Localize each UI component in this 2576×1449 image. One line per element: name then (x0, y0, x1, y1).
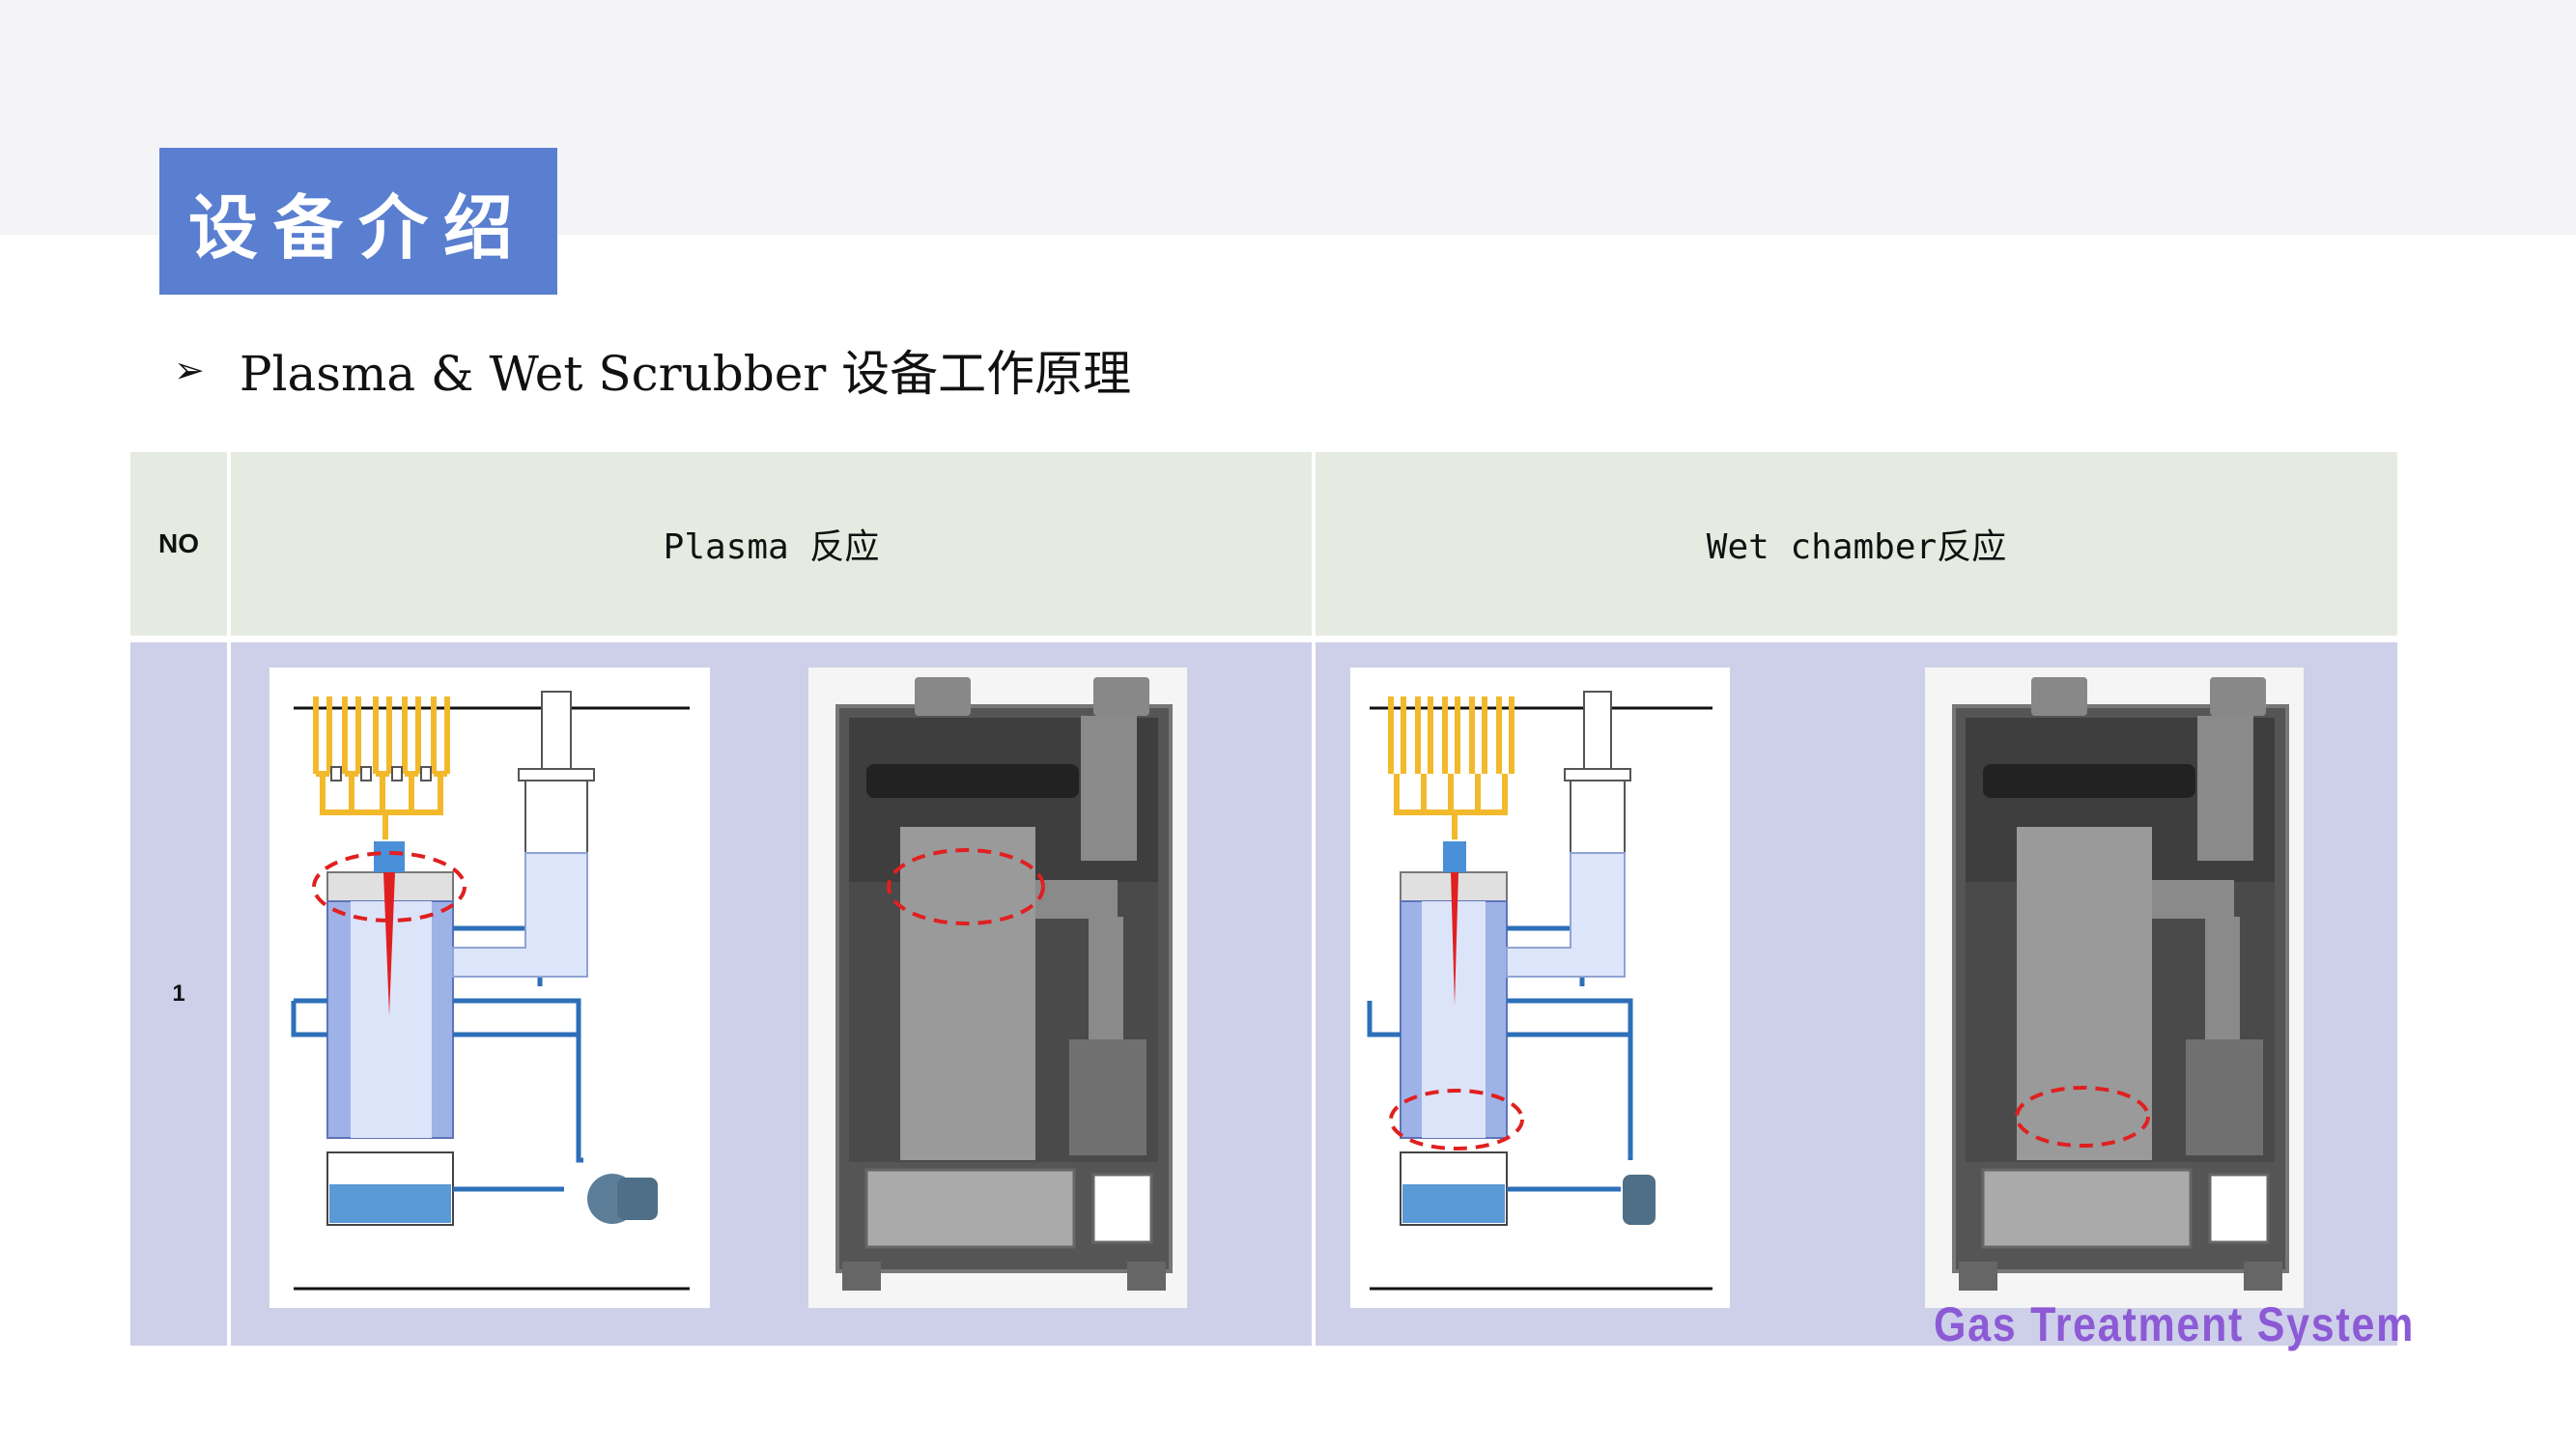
header-plasma: Plasma 反应 (663, 527, 880, 567)
header-wet-chamber: Wet chamber反应 (1706, 527, 2007, 567)
plasma-schematic-diagram (269, 668, 710, 1308)
subtitle-text: Plasma & Wet Scrubber 设备工作原理 (239, 346, 1132, 402)
wet-chamber-schematic-diagram (1350, 668, 1730, 1308)
subtitle: ➢ Plasma & Wet Scrubber 设备工作原理 (174, 336, 1131, 404)
arrow-bullet-icon: ➢ (174, 349, 205, 391)
wet-chamber-equipment-render (1925, 668, 2304, 1308)
plasma-equipment-render (808, 668, 1187, 1308)
column-divider (1312, 452, 1316, 1346)
column-divider (227, 452, 231, 1346)
principle-table: NO Plasma 反应 Wet chamber反应 1 (130, 452, 2397, 1346)
row-divider (130, 636, 2397, 642)
table-header-row (130, 452, 2397, 636)
header-no: NO (158, 528, 199, 558)
watermark-text: Gas Treatment System (1934, 1297, 2416, 1351)
page-title: 设备介绍 (159, 148, 557, 295)
row-number: 1 (172, 980, 185, 1007)
